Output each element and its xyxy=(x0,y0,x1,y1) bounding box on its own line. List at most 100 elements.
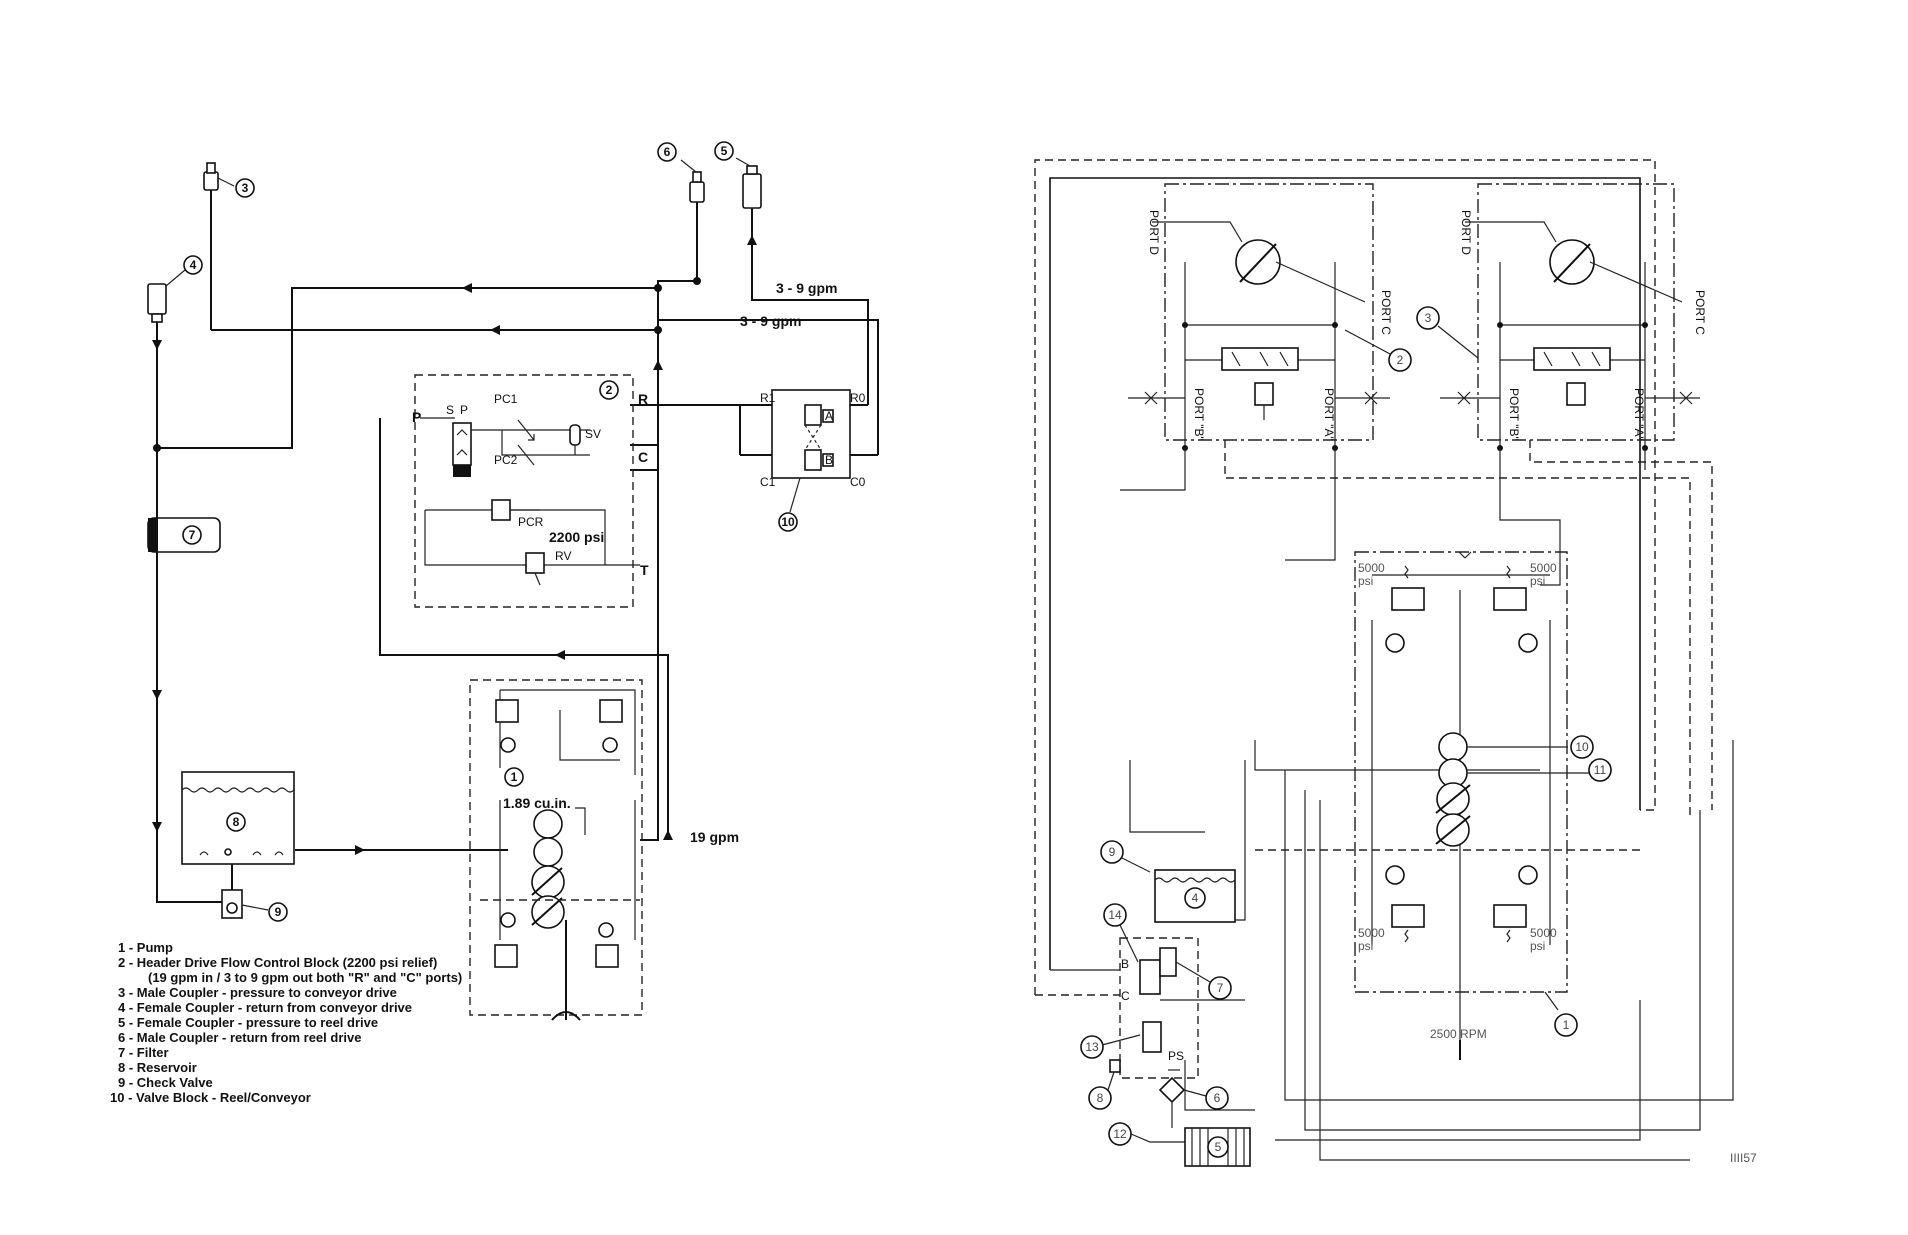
arrow-right xyxy=(355,845,365,855)
legend-line-7: 6 - Male Coupler - return from reel driv… xyxy=(118,1030,361,1045)
callout-1: 1 xyxy=(511,770,518,784)
port-t-label: T xyxy=(640,562,649,578)
valve-pc1-label: PC1 xyxy=(494,392,518,406)
psi-label-bl-unit: psi xyxy=(1358,939,1373,953)
right-schematic: PORT D PORT C PORT "B" PORT "A" 2 xyxy=(1034,159,1757,1167)
port-b-small: B xyxy=(1121,957,1129,971)
left-flow-arrows xyxy=(152,235,757,855)
flow-control-block-2: 2 P P S PC1 PC2 SV PCR RV 2200 psi xyxy=(412,374,649,608)
port-r0-label: R0 xyxy=(850,391,866,405)
arrow-left xyxy=(462,283,472,293)
port-c-label: PORT C xyxy=(1379,290,1393,335)
pilot-line-outer xyxy=(1034,159,1656,995)
legend-line-5: 4 - Female Coupler - return from conveyo… xyxy=(118,1000,412,1015)
rpm-label: 2500 RPM xyxy=(1430,1027,1487,1041)
legend-line-4: 3 - Male Coupler - pressure to conveyor … xyxy=(118,985,397,1000)
port-a-label: PORT "A" xyxy=(1322,388,1336,441)
callout-4: 4 xyxy=(1192,891,1199,905)
callout-9: 9 xyxy=(275,905,282,919)
psi-label-br-num: 5000 xyxy=(1530,926,1557,940)
callout-10: 10 xyxy=(781,515,795,529)
drain-line-outer xyxy=(1049,177,1641,970)
pump-assembly-1: 1 1.89 cu.in. xyxy=(469,679,643,1021)
motor-module-right: PORT D PORT C PORT "B" PORT "A" 3 xyxy=(1416,183,1707,451)
port-r1-label: R1 xyxy=(760,391,776,405)
filter-assembly: 14 7 13 B C PS xyxy=(1080,903,1232,1079)
lower-components: 8 6 12 5 xyxy=(1088,1059,1251,1167)
callout-2: 2 xyxy=(1397,353,1404,367)
port-b-label: B xyxy=(825,453,833,467)
flow-label-pump: 19 gpm xyxy=(690,829,739,845)
arrow-down xyxy=(152,822,162,832)
coupler-6: 6 xyxy=(657,142,705,203)
callout-4: 4 xyxy=(190,258,197,272)
left-schematic: 3 4 6 5 xyxy=(110,141,879,1105)
coupler-4: 4 xyxy=(147,255,203,323)
valve-sv-label: SV xyxy=(585,427,601,441)
figure-id: IIII57 xyxy=(1730,1151,1757,1165)
port-b-label-2: PORT "B" xyxy=(1507,388,1521,441)
callout-3: 3 xyxy=(1425,311,1432,325)
port-d-label-2: PORT D xyxy=(1459,210,1473,255)
arrow-left xyxy=(490,325,500,335)
left-legend: 1 - Pump 2 - Header Drive Flow Control B… xyxy=(110,940,462,1105)
callout-5: 5 xyxy=(721,144,728,158)
arrow-down xyxy=(152,690,162,700)
psi-label-tr-num: 5000 xyxy=(1530,561,1557,575)
callout-3: 3 xyxy=(242,181,249,195)
coupler-5: 5 xyxy=(714,141,762,209)
arrow-up xyxy=(663,830,673,840)
callout-5: 5 xyxy=(1215,1140,1222,1154)
callout-10: 10 xyxy=(1575,740,1589,754)
legend-line-9: 8 - Reservoir xyxy=(118,1060,197,1075)
callout-14: 14 xyxy=(1108,908,1122,922)
port-ps-small: PS xyxy=(1168,1049,1184,1063)
callout-6: 6 xyxy=(1214,1091,1221,1105)
callout-13: 13 xyxy=(1085,1040,1099,1054)
psi-label-tr-unit: psi xyxy=(1530,574,1545,588)
filter-7: 7 xyxy=(147,517,221,553)
relief-pressure-label: 2200 psi xyxy=(549,529,604,545)
psi-label-br-unit: psi xyxy=(1530,939,1545,953)
callout-12: 12 xyxy=(1113,1127,1127,1141)
arrow-up xyxy=(653,360,663,370)
left-junctions xyxy=(153,277,701,452)
pump-assembly-1-right: 5000 psi 5000 psi 10 11 xyxy=(1354,551,1612,1060)
legend-line-1: 1 - Pump xyxy=(118,940,173,955)
reservoir-4: 4 9 xyxy=(1100,840,1236,923)
reservoir-8: 8 xyxy=(181,771,295,865)
port-c-label-2: PORT C xyxy=(1693,290,1707,335)
callout-6: 6 xyxy=(664,145,671,159)
coupler-3: 3 xyxy=(203,162,255,330)
port-p-label: P xyxy=(412,409,421,425)
callout-1: 1 xyxy=(1563,1018,1570,1032)
port-a-label: A xyxy=(825,409,833,423)
port-c-small: C xyxy=(1121,989,1130,1003)
valve-s-label: S xyxy=(446,403,454,417)
motor-module-left: PORT D PORT C PORT "B" PORT "A" 2 xyxy=(1128,183,1412,451)
port-p: P xyxy=(460,403,468,417)
arrow-left xyxy=(555,650,565,660)
valve-rv-label: RV xyxy=(555,549,571,563)
port-a-label-2: PORT "A" xyxy=(1632,388,1646,441)
port-d-label: PORT D xyxy=(1147,210,1161,255)
valve-pc2-label: PC2 xyxy=(494,453,518,467)
legend-line-3: (19 gpm in / 3 to 9 gpm out both "R" and… xyxy=(148,970,462,985)
flow-label-conveyor: 3 - 9 gpm xyxy=(740,313,801,329)
callout-2: 2 xyxy=(606,383,613,397)
port-c0-label: C0 xyxy=(850,475,866,489)
right-lines xyxy=(1035,440,1734,1161)
legend-line-6: 5 - Female Coupler - pressure to reel dr… xyxy=(118,1015,378,1030)
flow-label-reel: 3 - 9 gpm xyxy=(776,280,837,296)
arrow-up xyxy=(747,235,757,245)
callout-7: 7 xyxy=(1217,981,1224,995)
psi-label-bl-num: 5000 xyxy=(1358,926,1385,940)
pump-displacement-label: 1.89 cu.in. xyxy=(503,795,571,811)
valve-pcr-label: PCR xyxy=(518,515,544,529)
callout-8: 8 xyxy=(1097,1091,1104,1105)
port-c-label: C xyxy=(638,449,648,465)
callout-8: 8 xyxy=(233,815,240,829)
callout-11: 11 xyxy=(1594,763,1607,777)
legend-line-10: 9 - Check Valve xyxy=(118,1075,213,1090)
